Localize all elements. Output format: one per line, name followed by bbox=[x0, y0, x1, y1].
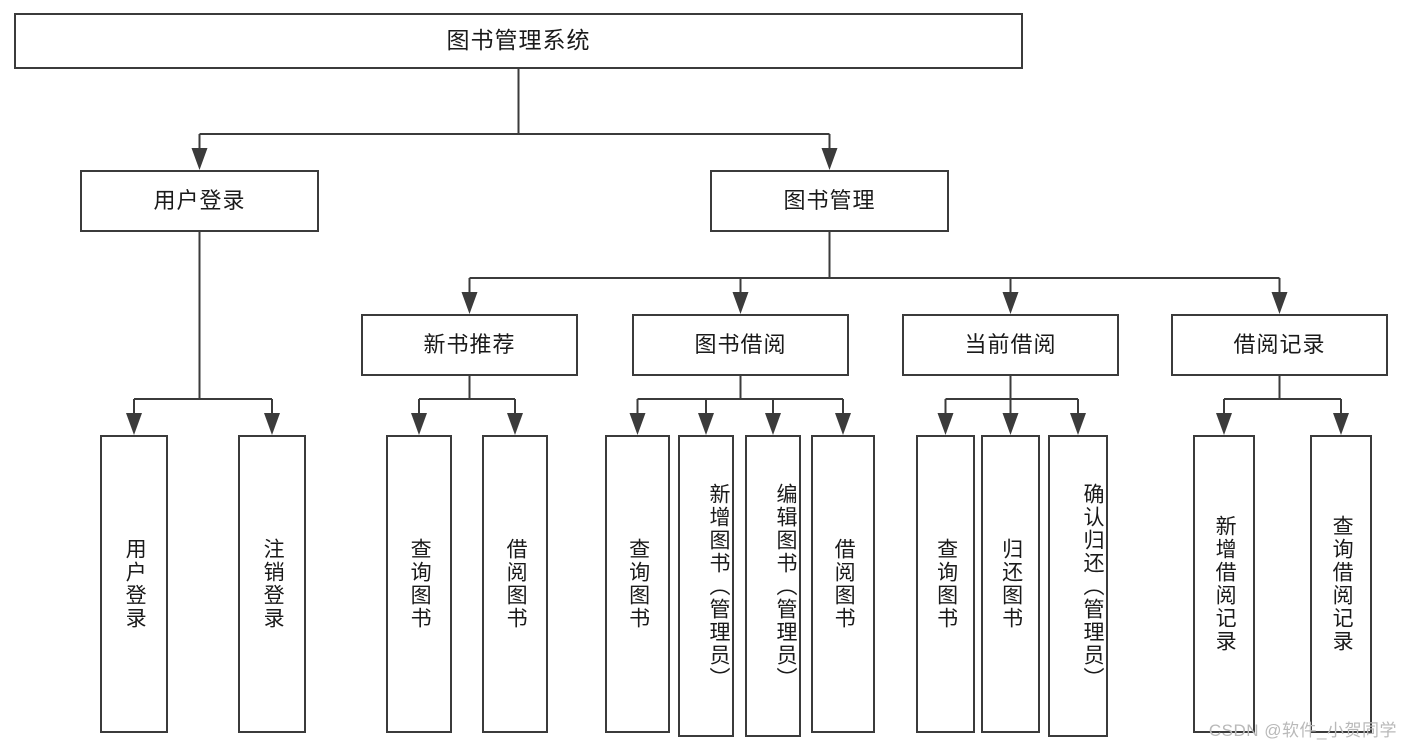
node-label: 查询图书 bbox=[934, 538, 958, 630]
node-label: 归还图书 bbox=[999, 538, 1023, 630]
node-book-manage[interactable]: 图书管理 bbox=[710, 170, 949, 232]
node-root-system[interactable]: 图书管理系统 bbox=[14, 13, 1023, 69]
watermark: CSDN @软件_小贺同学 bbox=[1208, 721, 1397, 740]
node-leaf-borrow-book-1[interactable]: 借阅图书 bbox=[482, 435, 548, 733]
node-label: 新书推荐 bbox=[423, 331, 516, 357]
node-user-login[interactable]: 用户登录 bbox=[80, 170, 319, 232]
node-label: 图书借阅 bbox=[694, 331, 787, 357]
node-label: 查询图书 bbox=[626, 538, 650, 630]
node-leaf-add-book[interactable]: 新增图书（管理员） bbox=[678, 435, 734, 737]
node-label: 新增图书（管理员） bbox=[707, 482, 730, 690]
node-book-borrow[interactable]: 图书借阅 bbox=[632, 314, 849, 376]
node-label: 借阅记录 bbox=[1233, 331, 1326, 357]
node-label: 编辑图书（管理员） bbox=[774, 482, 797, 690]
node-label: 新增借阅记录 bbox=[1213, 515, 1237, 653]
node-label: 查询图书 bbox=[408, 538, 432, 630]
node-label: 借阅图书 bbox=[832, 538, 856, 630]
node-label: 用户登录 bbox=[123, 538, 147, 630]
node-label: 图书管理系统 bbox=[446, 27, 591, 54]
node-leaf-add-record[interactable]: 新增借阅记录 bbox=[1193, 435, 1255, 733]
node-borrow-record[interactable]: 借阅记录 bbox=[1171, 314, 1388, 376]
node-label: 当前借阅 bbox=[964, 331, 1057, 357]
node-leaf-edit-book[interactable]: 编辑图书（管理员） bbox=[745, 435, 801, 737]
node-label: 查询借阅记录 bbox=[1330, 515, 1354, 653]
node-label: 注销登录 bbox=[261, 538, 285, 630]
node-label: 用户登录 bbox=[153, 187, 246, 213]
node-leaf-query-record[interactable]: 查询借阅记录 bbox=[1310, 435, 1372, 733]
node-leaf-query-book-2[interactable]: 查询图书 bbox=[605, 435, 670, 733]
node-leaf-query-book-1[interactable]: 查询图书 bbox=[386, 435, 452, 733]
node-current-borrow[interactable]: 当前借阅 bbox=[902, 314, 1119, 376]
node-leaf-query-book-3[interactable]: 查询图书 bbox=[916, 435, 975, 733]
node-leaf-return-book[interactable]: 归还图书 bbox=[981, 435, 1040, 733]
node-label: 借阅图书 bbox=[504, 538, 528, 630]
node-leaf-borrow-book-2[interactable]: 借阅图书 bbox=[811, 435, 875, 733]
node-leaf-user-logout[interactable]: 注销登录 bbox=[238, 435, 306, 733]
node-new-book-rec[interactable]: 新书推荐 bbox=[361, 314, 578, 376]
node-label: 图书管理 bbox=[783, 187, 876, 213]
node-leaf-user-login[interactable]: 用户登录 bbox=[100, 435, 168, 733]
node-leaf-confirm-return[interactable]: 确认归还（管理员） bbox=[1048, 435, 1108, 737]
node-label: 确认归还（管理员） bbox=[1081, 482, 1104, 690]
